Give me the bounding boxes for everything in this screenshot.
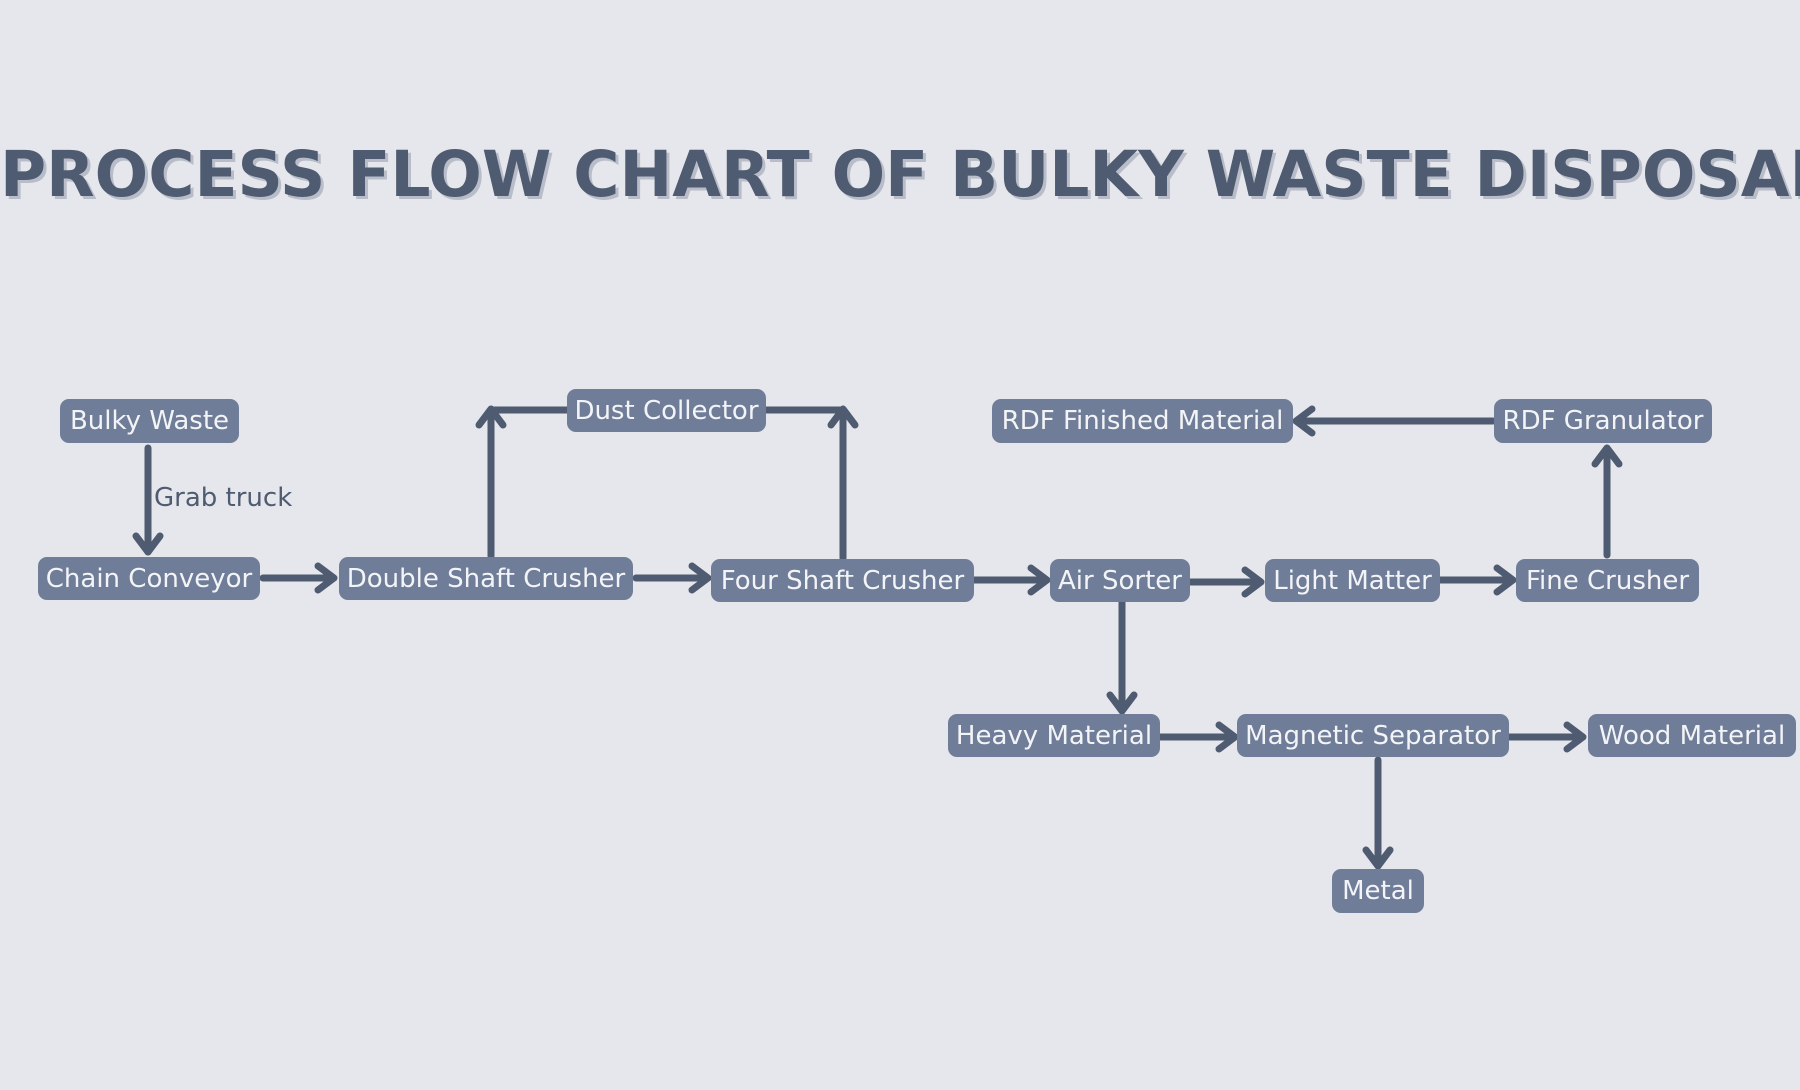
arrow-bulky-waste-to-chain-conveyor	[132, 444, 164, 556]
node-light-matter: Light Matter	[1265, 559, 1440, 602]
arrow-double-shaft-crusher-to-dust-collector	[475, 405, 571, 560]
arrow-fine-crusher-to-rdf-granulator	[1591, 444, 1623, 559]
node-wood-material: Wood Material	[1588, 714, 1796, 757]
arrow-light-matter-to-fine-crusher	[1436, 564, 1517, 596]
edge-label-grab-truck: Grab truck	[154, 483, 293, 513]
page-title: PROCESS FLOW CHART OF BULKY WASTE DISPOS…	[0, 138, 1800, 211]
arrow-air-sorter-to-light-matter	[1186, 566, 1265, 598]
node-rdf-granulator: RDF Granulator	[1494, 399, 1712, 443]
arrow-four-shaft-crusher-to-air-sorter	[970, 564, 1051, 596]
arrow-four-shaft-crusher-to-dust-collector	[762, 405, 859, 562]
node-air-sorter: Air Sorter	[1050, 559, 1190, 602]
node-double-shaft-crusher: Double Shaft Crusher	[339, 557, 633, 600]
arrow-chain-conveyor-to-double-shaft-crusher	[259, 562, 338, 594]
node-bulky-waste: Bulky Waste	[60, 399, 239, 443]
node-rdf-finished-material: RDF Finished Material	[992, 399, 1293, 443]
node-four-shaft-crusher: Four Shaft Crusher	[711, 559, 974, 602]
node-heavy-material: Heavy Material	[948, 714, 1160, 757]
arrow-rdf-granulator-to-rdf-finished-material	[1292, 405, 1497, 437]
arrow-heavy-material-to-magnetic-separator	[1156, 721, 1239, 753]
node-magnetic-separator: Magnetic Separator	[1237, 714, 1509, 757]
node-fine-crusher: Fine Crusher	[1516, 559, 1699, 602]
arrow-air-sorter-to-heavy-material	[1106, 598, 1138, 715]
arrow-double-shaft-crusher-to-four-shaft-crusher	[632, 562, 712, 594]
arrow-magnetic-separator-to-metal	[1362, 756, 1394, 870]
node-dust-collector: Dust Collector	[567, 389, 766, 432]
node-metal: Metal	[1332, 869, 1424, 913]
arrow-magnetic-separator-to-wood-material	[1505, 721, 1587, 753]
node-chain-conveyor: Chain Conveyor	[38, 557, 260, 600]
